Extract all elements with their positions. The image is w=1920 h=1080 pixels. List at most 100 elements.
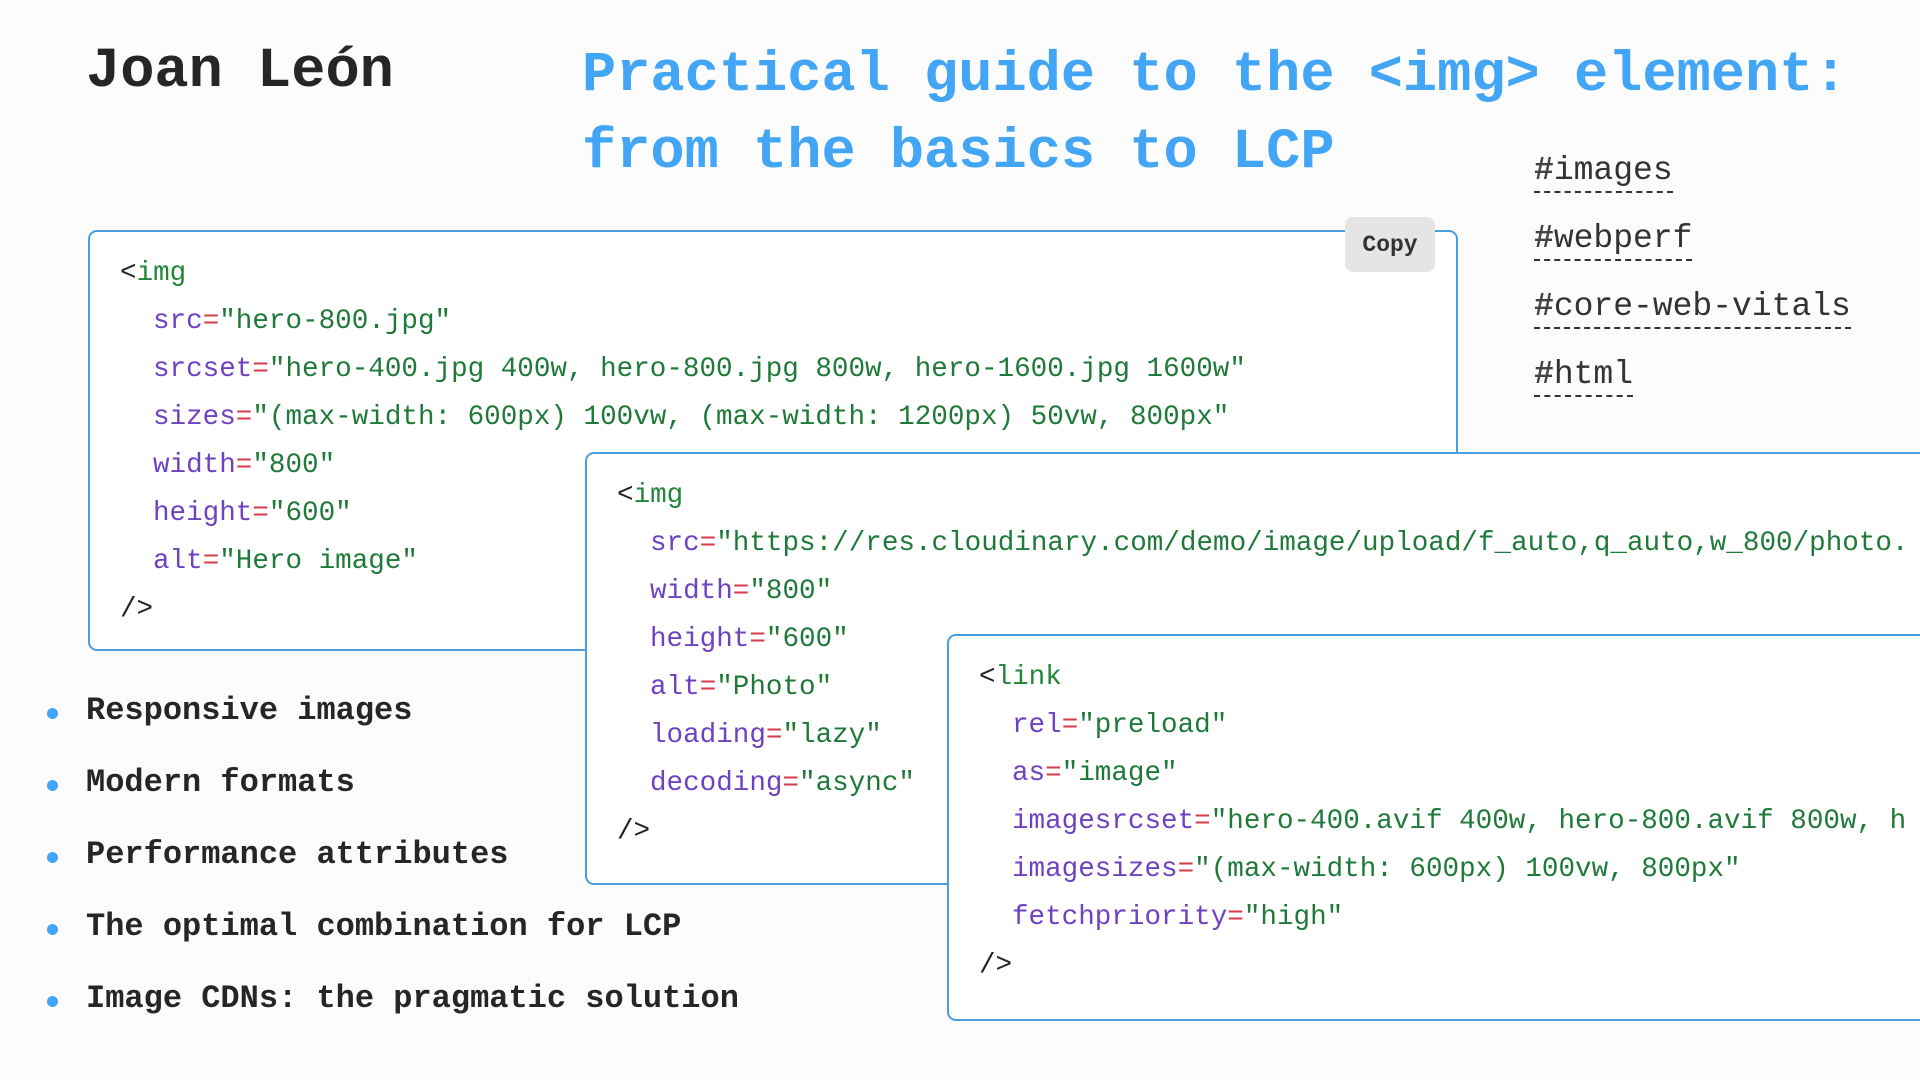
attribute-value: "(max-width: 600px) 100vw, (max-width: 1…: [252, 402, 1230, 433]
code-line: width="800": [120, 442, 1246, 490]
tag-label: images: [1553, 152, 1673, 189]
hash-icon: #: [1534, 288, 1554, 325]
hash-icon: #: [1534, 152, 1554, 189]
equals-sign: =: [202, 306, 220, 337]
code-line: rel="preload": [979, 702, 1906, 750]
tag-name: img: [633, 480, 684, 511]
author-name: Joan León: [86, 40, 394, 104]
attribute-value: "600": [268, 498, 352, 529]
tag-link-webperf[interactable]: #webperf: [1534, 220, 1851, 288]
bullet-icon: [47, 780, 58, 791]
code-line: sizes="(max-width: 600px) 100vw, (max-wi…: [120, 394, 1246, 442]
list-item-text: The optimal combination for LCP: [86, 908, 682, 945]
equals-sign: =: [1061, 710, 1079, 741]
code-line: as="image": [979, 750, 1906, 798]
list-item: Responsive images: [0, 692, 739, 764]
attribute-value: "high": [1243, 902, 1344, 933]
code-line: height="600": [617, 616, 1909, 664]
attribute-name: alt: [153, 546, 203, 577]
code-line: />: [617, 808, 1909, 856]
equals-sign: =: [1194, 806, 1211, 837]
code-line: <img: [120, 250, 1246, 298]
equals-sign: =: [782, 768, 800, 799]
list-item-text: Modern formats: [86, 764, 355, 801]
attribute-name: src: [153, 306, 203, 337]
bullet-icon: [47, 852, 58, 863]
code-line: alt="Hero image": [120, 538, 1246, 586]
code-line: imagesizes="(max-width: 600px) 100vw, 80…: [979, 846, 1906, 894]
code-line: decoding="async": [617, 760, 1909, 808]
hash-icon: #: [1534, 220, 1554, 257]
tag-list: #images #webperf #core-web-vitals #html: [1534, 152, 1851, 424]
code-line: imagesrcset="hero-400.avif 400w, hero-80…: [979, 798, 1906, 846]
tag-link-html[interactable]: #html: [1534, 356, 1851, 424]
title-line: Practical guide to the <img> element:: [582, 44, 1848, 108]
attribute-name: as: [1012, 758, 1046, 789]
copy-button[interactable]: Copy: [1345, 217, 1435, 272]
attribute-value: "image": [1061, 758, 1178, 789]
tag-name: img: [136, 258, 187, 289]
equals-sign: =: [1177, 854, 1195, 885]
tag-open-bracket: <: [617, 480, 634, 511]
code-line: src="https://res.cloudinary.com/demo/ima…: [617, 520, 1909, 568]
tag-label: webperf: [1553, 220, 1693, 257]
tag-open-bracket: <: [979, 662, 996, 693]
title-line: from the basics to LCP: [582, 121, 1335, 185]
attribute-value: "lazy": [782, 720, 882, 751]
tag-open-bracket: <: [120, 258, 137, 289]
attribute-value: "hero-400.avif 400w, hero-800.avif 800w,…: [1210, 806, 1907, 837]
attribute-value: "(max-width: 600px) 100vw, 800px": [1194, 854, 1741, 885]
code-line: src="hero-800.jpg": [120, 298, 1246, 346]
attribute-name: imagesizes: [1012, 854, 1178, 885]
attribute-value: "800": [749, 576, 833, 607]
attribute-value: "async": [799, 768, 915, 799]
code-line: width="800": [617, 568, 1909, 616]
code-line: <img: [617, 472, 1909, 520]
equals-sign: =: [1045, 758, 1062, 789]
attribute-value: "800": [252, 450, 336, 481]
attribute-name: loading: [650, 720, 766, 751]
attribute-name: sizes: [153, 402, 236, 433]
attribute-name: width: [153, 450, 236, 481]
equals-sign: =: [235, 402, 253, 433]
attribute-name: srcset: [153, 354, 253, 385]
code-line: srcset="hero-400.jpg 400w, hero-800.jpg …: [120, 346, 1246, 394]
bullet-icon: [47, 924, 58, 935]
equals-sign: =: [699, 672, 717, 703]
list-item: Modern formats: [0, 764, 739, 836]
topic-list: Responsive images Modern formats Perform…: [0, 692, 739, 1052]
attribute-name: alt: [650, 672, 700, 703]
tag-close: />: [617, 816, 651, 847]
code-line: />: [979, 942, 1906, 990]
attribute-name: height: [153, 498, 253, 529]
attribute-value: "hero-400.jpg 400w, hero-800.jpg 800w, h…: [268, 354, 1246, 385]
tag-close: />: [979, 950, 1013, 981]
tag-label: core-web-vitals: [1553, 288, 1851, 325]
attribute-name: decoding: [650, 768, 783, 799]
list-item-text: Image CDNs: the pragmatic solution: [86, 980, 739, 1017]
code-line: alt="Photo": [617, 664, 1909, 712]
attribute-name: fetchpriority: [1012, 902, 1228, 933]
tag-link-core-web-vitals[interactable]: #core-web-vitals: [1534, 288, 1851, 356]
hash-icon: #: [1534, 356, 1554, 393]
tag-close: />: [120, 594, 154, 625]
code-line: loading="lazy": [617, 712, 1909, 760]
attribute-value: "https://res.cloudinary.com/demo/image/u…: [716, 528, 1909, 559]
list-item: The optimal combination for LCP: [0, 908, 739, 980]
tag-link-images[interactable]: #images: [1534, 152, 1851, 220]
equals-sign: =: [235, 450, 253, 481]
code-line: <link: [979, 654, 1906, 702]
code-line: height="600": [120, 490, 1246, 538]
equals-sign: =: [765, 720, 783, 751]
equals-sign: =: [732, 576, 750, 607]
tag-label: html: [1553, 356, 1634, 393]
attribute-name: width: [650, 576, 733, 607]
attribute-value: "hero-800.jpg": [219, 306, 452, 337]
attribute-name: imagesrcset: [1012, 806, 1195, 837]
equals-sign: =: [749, 624, 766, 655]
page-title: Practical guide to the <img> element: fr…: [582, 38, 1912, 192]
attribute-value: "Hero image": [219, 546, 418, 577]
